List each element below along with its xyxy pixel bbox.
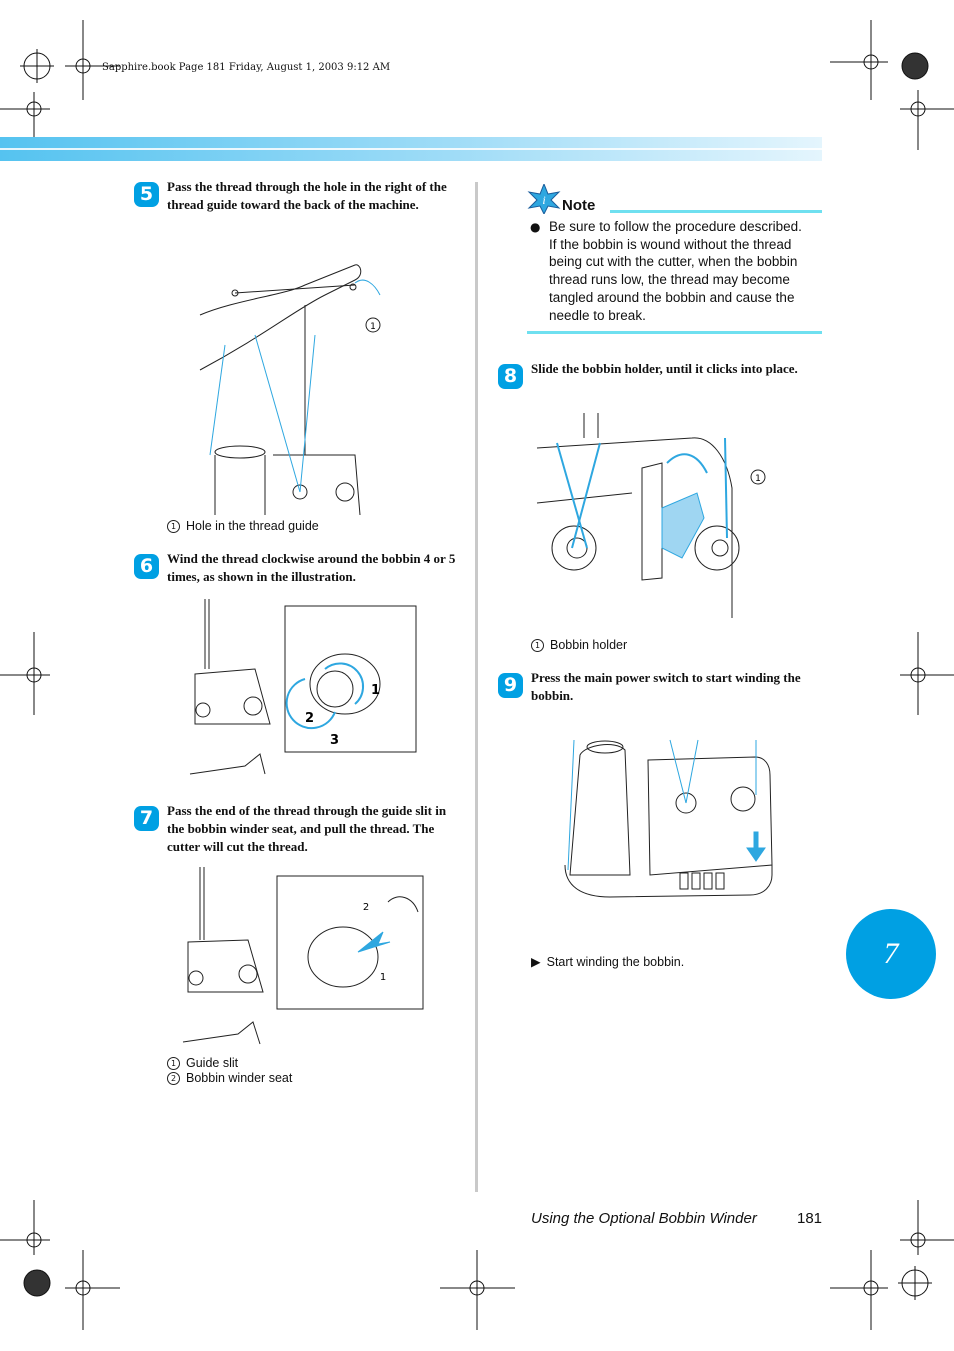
reg-mark-mid-right: [900, 632, 954, 715]
fig-bobbin-wind-illustration: 1 2 3: [189, 599, 417, 775]
fig6-label-1: 1: [371, 683, 380, 698]
note-line: If the bobbin is wound without the threa…: [549, 236, 792, 252]
print-header: Sapphire.book Page 181 Friday, August 1,…: [102, 62, 391, 73]
step-9-text: Press the main power switch to start win…: [531, 670, 801, 703]
reg-mark-mid-left: [0, 632, 50, 715]
note-line: Be sure to follow the procedure describe…: [549, 219, 802, 234]
step-7-number: 7: [134, 806, 159, 831]
fig7-caption-1: 1 Guide slit: [167, 1056, 238, 1071]
note-line: tangled around the bobbin and cause the: [549, 289, 795, 305]
fig6-label-3: 3: [330, 733, 339, 748]
fig5-caption: 1 Hole in the thread guide: [167, 519, 319, 534]
footer-page-number: 181: [797, 1210, 823, 1227]
svg-text:i: i: [542, 193, 545, 207]
footer-section-title: Using the Optional Bobbin Winder: [531, 1210, 757, 1227]
header-band-line: [0, 148, 822, 150]
fig9-result: ▶ Start winding the bobbin.: [531, 955, 684, 970]
note-top-rule: [610, 210, 822, 213]
caption-text: Bobbin winder seat: [186, 1071, 293, 1085]
note-title: Note: [562, 197, 596, 214]
note-bottom-rule: [527, 331, 822, 334]
note-body: Be sure to follow the procedure describe…: [549, 218, 824, 324]
fig8-callout-1: 1: [755, 474, 761, 484]
reg-mark-bottom-center: [440, 1250, 515, 1330]
result-marker: ▶: [531, 955, 541, 969]
fig-thread-guide-illustration: 1: [199, 264, 381, 515]
fig6-label-2: 2: [305, 711, 314, 726]
step-6-text: Wind the thread clockwise around the bob…: [167, 551, 456, 584]
step-5-text: Pass the thread through the hole in the …: [167, 179, 447, 212]
fig8-caption: 1 Bobbin holder: [531, 638, 627, 653]
step-9-number: 9: [498, 673, 523, 698]
reg-mark-bottom-left: [0, 1200, 120, 1330]
result-text: Start winding the bobbin.: [546, 955, 685, 969]
caption-num: 1: [167, 1057, 180, 1070]
fig-bobbin-holder-illustration: 1: [536, 413, 766, 618]
step-5-number: 5: [134, 182, 159, 207]
step-8-text: Slide the bobbin holder, until it clicks…: [531, 361, 798, 376]
caption-text: Guide slit: [186, 1056, 239, 1070]
note-bullet: ●: [530, 220, 541, 234]
fig7-callout-2: 2: [363, 902, 369, 913]
column-divider: [475, 182, 478, 1192]
caption-num: 1: [531, 639, 544, 652]
reg-mark-bottom-right: [830, 1200, 954, 1330]
step-6-number: 6: [134, 554, 159, 579]
caption-text: Hole in the thread guide: [186, 519, 319, 533]
fig5-callout-1: 1: [370, 322, 376, 332]
note-line: being cut with the cutter, when the bobb…: [549, 254, 798, 270]
note-line: needle to break.: [549, 307, 646, 323]
step-8-number: 8: [498, 364, 523, 389]
note-line: thread runs low, the thread may become: [549, 272, 790, 288]
caption-num: 1: [167, 520, 180, 533]
reg-mark-top-right: [830, 20, 954, 150]
reg-mark-top-left: [0, 20, 120, 145]
fig7-caption-2: 2 Bobbin winder seat: [167, 1071, 292, 1086]
step-7-text: Pass the end of the thread through the g…: [167, 803, 447, 854]
fig-power-switch-illustration: [564, 739, 773, 898]
caption-num: 2: [167, 1072, 180, 1085]
fig-guide-slit-illustration: 2 1: [182, 867, 424, 1045]
fig7-callout-1: 1: [380, 972, 386, 983]
note-icon: i: [527, 184, 561, 214]
chapter-tab: 7: [846, 909, 936, 999]
caption-text: Bobbin holder: [550, 638, 628, 652]
